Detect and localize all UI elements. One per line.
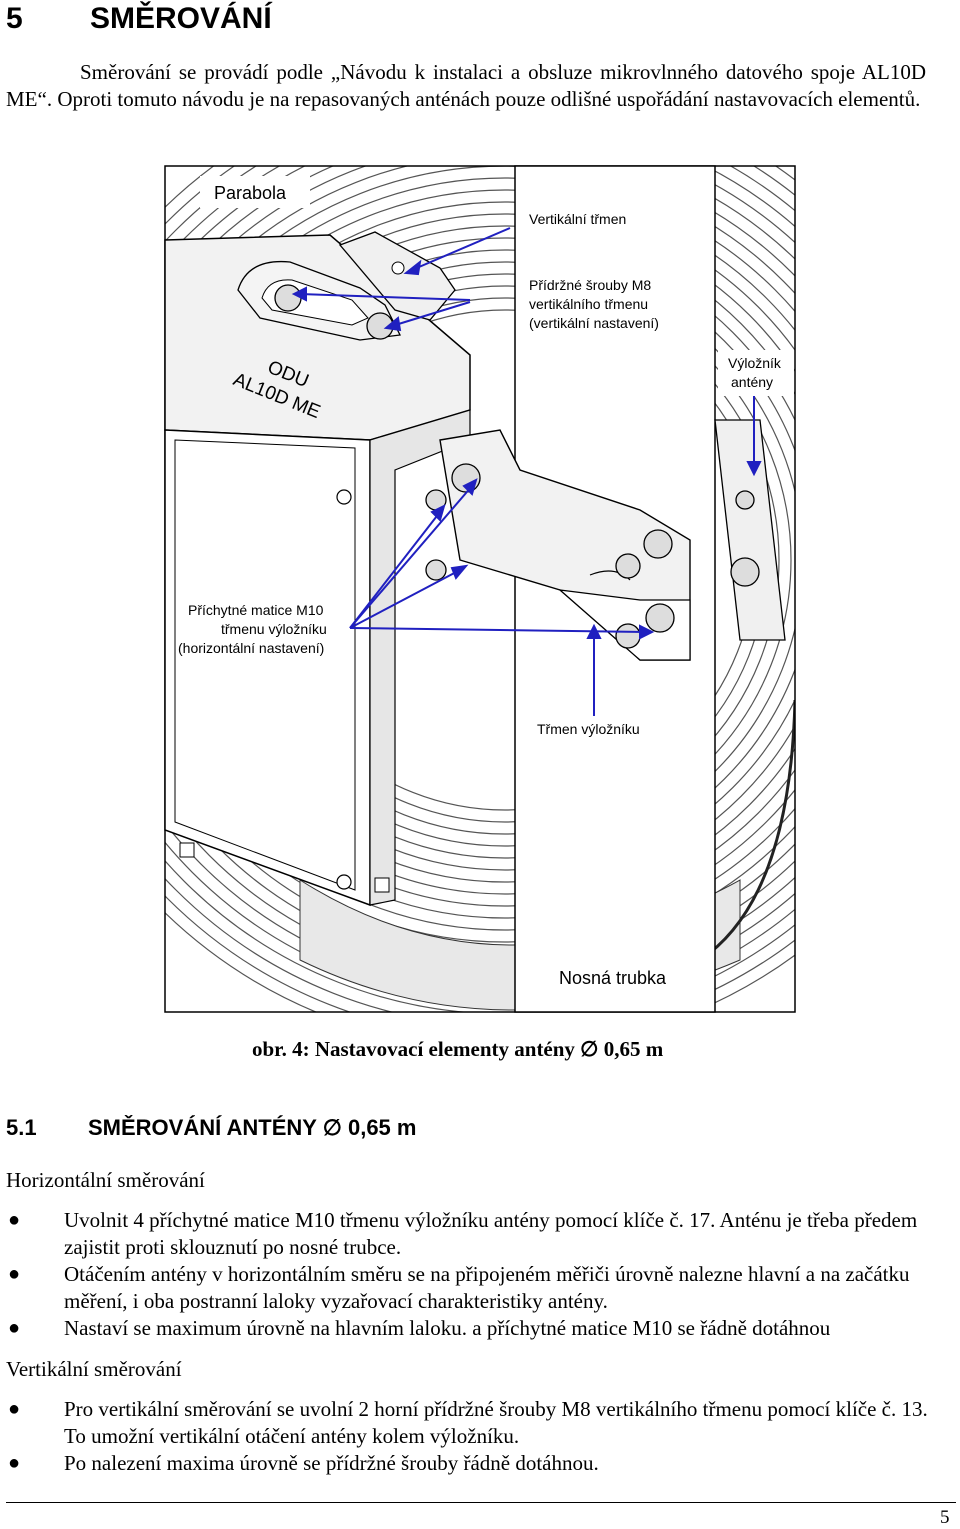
label-parabola: Parabola xyxy=(214,183,287,203)
label-screws-line3: (vertikální nastavení) xyxy=(529,315,659,331)
vertical-steps-list: ●Pro vertikální směrování se uvolní 2 ho… xyxy=(0,1396,930,1477)
bullet-icon: ● xyxy=(8,1209,21,1231)
label-arm-line1: Výložník xyxy=(728,355,782,371)
arm-clamp xyxy=(425,419,786,661)
label-support-tube: Nosná trubka xyxy=(559,968,667,988)
label-nuts-line1: Příchytné matice M10 xyxy=(188,602,324,618)
chapter-number: 5 xyxy=(6,2,23,35)
label-screws-line2: vertikálního třmenu xyxy=(529,296,648,312)
vertical-clamp xyxy=(237,231,456,341)
bullet-icon: ● xyxy=(8,1452,21,1474)
label-nuts-line3: (horizontální nastavení) xyxy=(178,640,324,656)
label-vertical-clamp: Vertikální třmen xyxy=(529,211,626,227)
section-title: SMĚROVÁNÍ ANTÉNY ∅ 0,65 m xyxy=(88,1115,417,1140)
bullet-icon: ● xyxy=(8,1263,21,1285)
label-arm-line2: antény xyxy=(731,374,773,390)
odu-box xyxy=(164,234,471,907)
footer-divider xyxy=(6,1502,956,1503)
figure-caption: obr. 4: Nastavovací elementy antény ∅ 0,… xyxy=(252,1037,664,1061)
section-number: 5.1 xyxy=(6,1115,37,1140)
label-nuts-line2: třmenu výložníku xyxy=(221,621,327,637)
list-item: ●Pro vertikální směrování se uvolní 2 ho… xyxy=(8,1397,928,1448)
bullet-icon: ● xyxy=(8,1317,21,1339)
label-arm-clamp: Třmen výložníku xyxy=(537,721,640,737)
antenna-figure: Parabola Vertikální třmen Přídržné šroub… xyxy=(164,165,796,1013)
list-item: ●Otáčením antény v horizontálním směru s… xyxy=(8,1262,910,1313)
list-item: ●Uvolnit 4 příchytné matice M10 třmenu v… xyxy=(8,1208,918,1259)
label-screws-line1: Přídržné šrouby M8 xyxy=(529,277,651,293)
bullet-icon: ● xyxy=(8,1398,21,1420)
subheading-horizontal: Horizontální směrování xyxy=(6,1168,205,1192)
list-item: ●Nastaví se maximum úrovně na hlavním la… xyxy=(8,1316,831,1340)
chapter-title: SMĚROVÁNÍ xyxy=(90,2,272,35)
subheading-vertical: Vertikální směrování xyxy=(6,1357,182,1381)
intro-paragraph: Směrování se provádí podle „Návodu k ins… xyxy=(6,60,926,111)
list-item: ●Po nalezení maxima úrovně se přídržné š… xyxy=(8,1451,599,1475)
horizontal-steps-list: ●Uvolnit 4 příchytné matice M10 třmenu v… xyxy=(0,1207,930,1342)
leader-lines xyxy=(291,227,762,716)
page-number: 5 xyxy=(940,1507,950,1528)
